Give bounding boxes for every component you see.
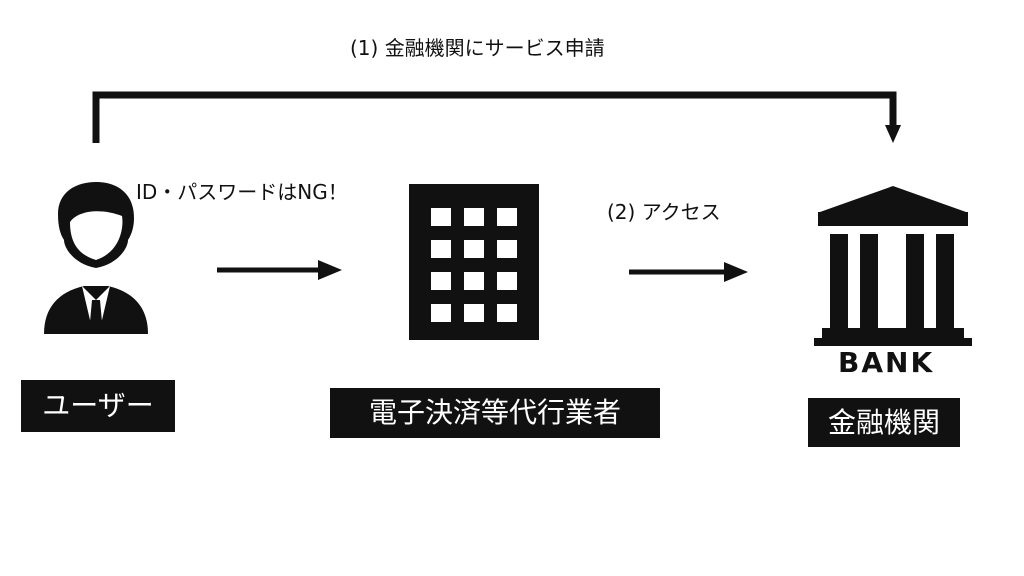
provider-label: 電子決済等代行業者 — [330, 388, 660, 438]
service-application-label: (1) 金融機関にサービス申請 — [350, 36, 605, 60]
credential-warning-label: ID・パスワードはNG！ — [136, 180, 348, 204]
bank-sign-text: BANK — [838, 346, 935, 379]
user-to-provider-arrow — [217, 260, 342, 280]
building-icon — [409, 184, 539, 340]
bank-label: 金融機関 — [808, 398, 960, 447]
provider-to-bank-arrow — [629, 262, 748, 282]
user-icon — [44, 182, 148, 334]
user-label: ユーザー — [21, 380, 175, 432]
access-label: (2) アクセス — [607, 200, 721, 224]
bank-icon — [814, 186, 972, 346]
